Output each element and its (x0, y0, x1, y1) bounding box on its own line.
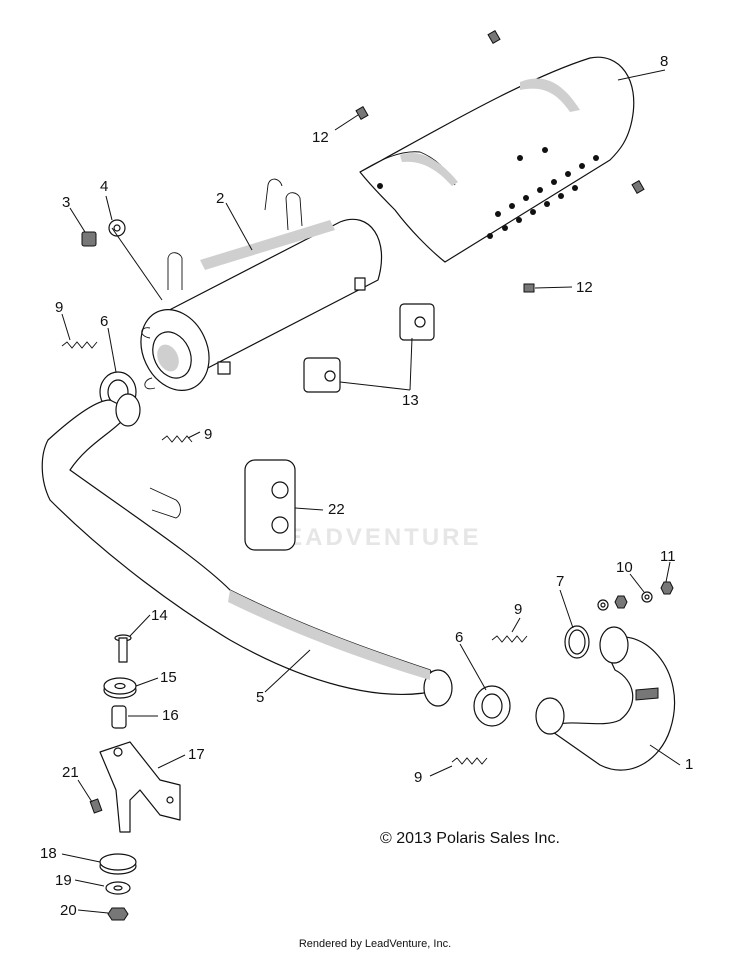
callout-1: 1 (685, 756, 693, 773)
bushing-icon (111, 705, 127, 729)
mount-bracket-icon (99, 741, 181, 833)
washer-icon (108, 219, 126, 237)
callout-22: 22 (328, 501, 345, 518)
exhaust-pipe-part (41, 393, 453, 707)
washer-icon (99, 853, 137, 895)
callout-16: 16 (162, 707, 179, 724)
screw-icon (355, 29, 645, 293)
rendered-by-credit: Rendered by LeadVenture, Inc. (298, 938, 452, 950)
leader-lines (61, 69, 681, 914)
callout-6: 6 (455, 629, 463, 646)
callout-9: 9 (204, 426, 212, 443)
washer-icon (597, 591, 653, 611)
heat-shield-part (359, 56, 635, 263)
bolt-icon (81, 231, 97, 247)
grommet-icon (103, 677, 137, 699)
isolator-icon (244, 459, 296, 551)
callout-6: 6 (100, 313, 108, 330)
callout-9: 9 (514, 601, 522, 618)
muffler-part (140, 178, 383, 391)
callout-19: 19 (55, 872, 72, 889)
watermark-logo: LEADVENTURE (268, 524, 482, 551)
spring-icon (61, 341, 528, 765)
callout-5: 5 (256, 689, 264, 706)
gasket-ring-icon (564, 625, 590, 659)
callout-12: 12 (312, 129, 329, 146)
pin-icon (114, 634, 132, 663)
callout-2: 2 (216, 190, 224, 207)
callout-14: 14 (151, 607, 168, 624)
callout-17: 17 (188, 746, 205, 763)
callout-7: 7 (556, 573, 564, 590)
callout-9: 9 (55, 299, 63, 316)
head-pipe-part (535, 626, 676, 771)
nut-icon (614, 581, 674, 609)
callout-8: 8 (660, 53, 668, 70)
rubber-mount-icon (303, 303, 435, 393)
callout-21: 21 (62, 764, 79, 781)
callout-13: 13 (402, 392, 419, 409)
callout-3: 3 (62, 194, 70, 211)
callout-12: 12 (576, 279, 593, 296)
copyright-text: © 2013 Polaris Sales Inc. (380, 830, 560, 847)
screw-icon (89, 798, 103, 814)
callout-20: 20 (60, 902, 77, 919)
callout-11: 11 (660, 548, 676, 565)
callout-9: 9 (414, 769, 422, 786)
callout-4: 4 (100, 178, 108, 195)
callout-18: 18 (40, 845, 57, 862)
callout-15: 15 (160, 669, 177, 686)
callout-10: 10 (616, 559, 633, 576)
nut-icon (107, 907, 129, 921)
